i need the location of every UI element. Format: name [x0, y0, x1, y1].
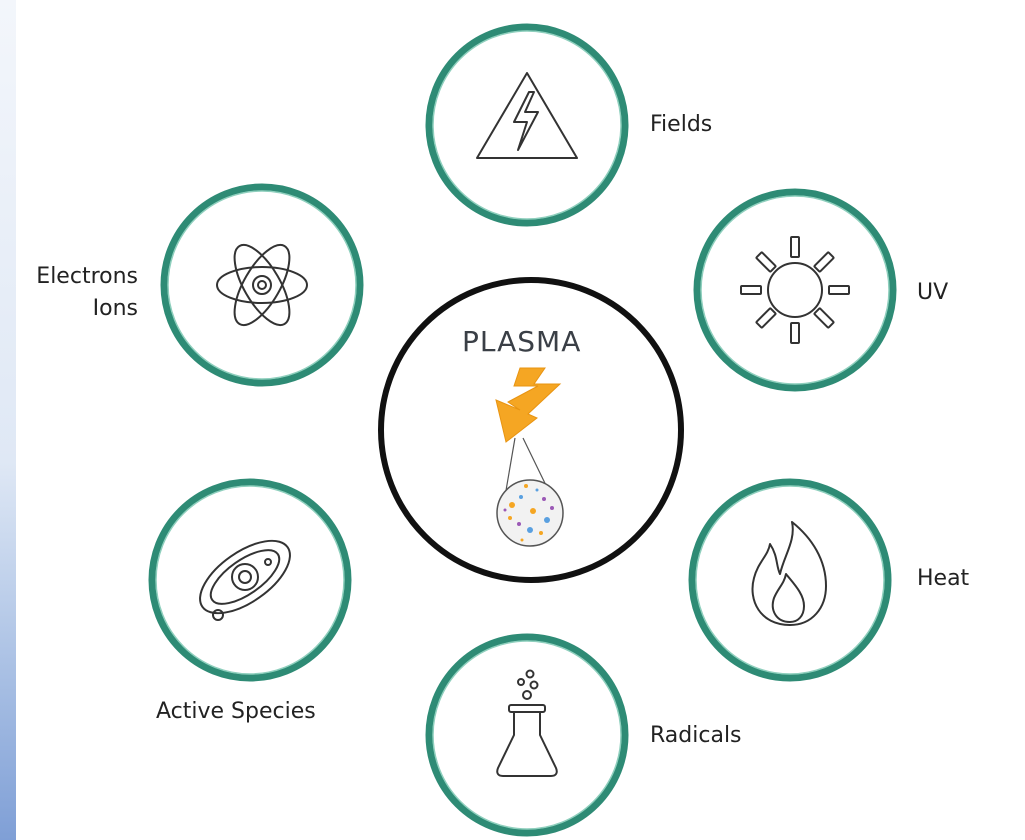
particle-magnifier — [496, 479, 564, 547]
label-active-species: Active Species — [156, 699, 316, 724]
node-uv — [693, 188, 897, 392]
label-ions: Ions — [92, 296, 138, 321]
background-strip — [0, 0, 16, 840]
atom-icon — [216, 244, 308, 326]
label-radicals: Radicals — [650, 723, 742, 748]
plasma-title: PLASMA — [462, 325, 582, 358]
sun-icon — [740, 236, 850, 344]
label-uv: UV — [917, 280, 949, 305]
node-active-species — [148, 478, 352, 682]
node-electrons-ions-ring — [160, 183, 364, 387]
flask-icon — [496, 669, 558, 777]
plasma-core-ring — [378, 277, 684, 583]
label-fields: Fields — [650, 112, 713, 137]
orbit-icon — [199, 539, 291, 621]
node-radicals — [425, 633, 629, 837]
plasma-core — [378, 277, 684, 583]
lightning-bolt-icon — [495, 367, 562, 443]
label-heat: Heat — [917, 566, 970, 591]
node-uv-ring — [693, 188, 897, 392]
node-electrons-ions — [160, 183, 364, 387]
label-electrons: Electrons — [36, 264, 138, 289]
high-voltage-warning-icon — [476, 72, 578, 159]
node-fields — [425, 23, 629, 227]
flame-icon — [751, 521, 827, 626]
node-radicals-ring — [425, 633, 629, 837]
node-heat — [688, 478, 892, 682]
particles — [503, 484, 554, 542]
